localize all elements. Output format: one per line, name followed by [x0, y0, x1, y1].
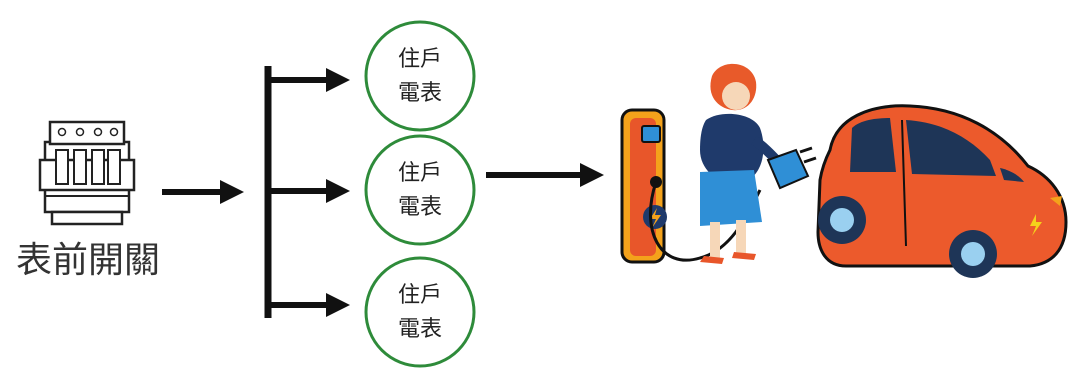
ev-charger-icon — [620, 108, 762, 264]
meter-label-line1: 住戶 — [398, 283, 442, 308]
meter-node-1: 住戶 電表 — [364, 20, 476, 132]
meter-label-line1: 住戶 — [398, 161, 442, 186]
breaker-label: 表前開關 — [16, 240, 160, 281]
person-illustration — [700, 63, 817, 264]
breaker-icon — [38, 120, 136, 226]
meter-node-3: 住戶 電表 — [364, 256, 476, 368]
electric-car-icon — [816, 104, 1068, 278]
meter-label-line1: 住戶 — [398, 47, 442, 72]
meter-label-line2: 電表 — [398, 195, 442, 220]
meter-label-line2: 電表 — [398, 317, 442, 342]
meter-node-2: 住戶 電表 — [364, 134, 476, 246]
meter-label-line2: 電表 — [398, 81, 442, 106]
